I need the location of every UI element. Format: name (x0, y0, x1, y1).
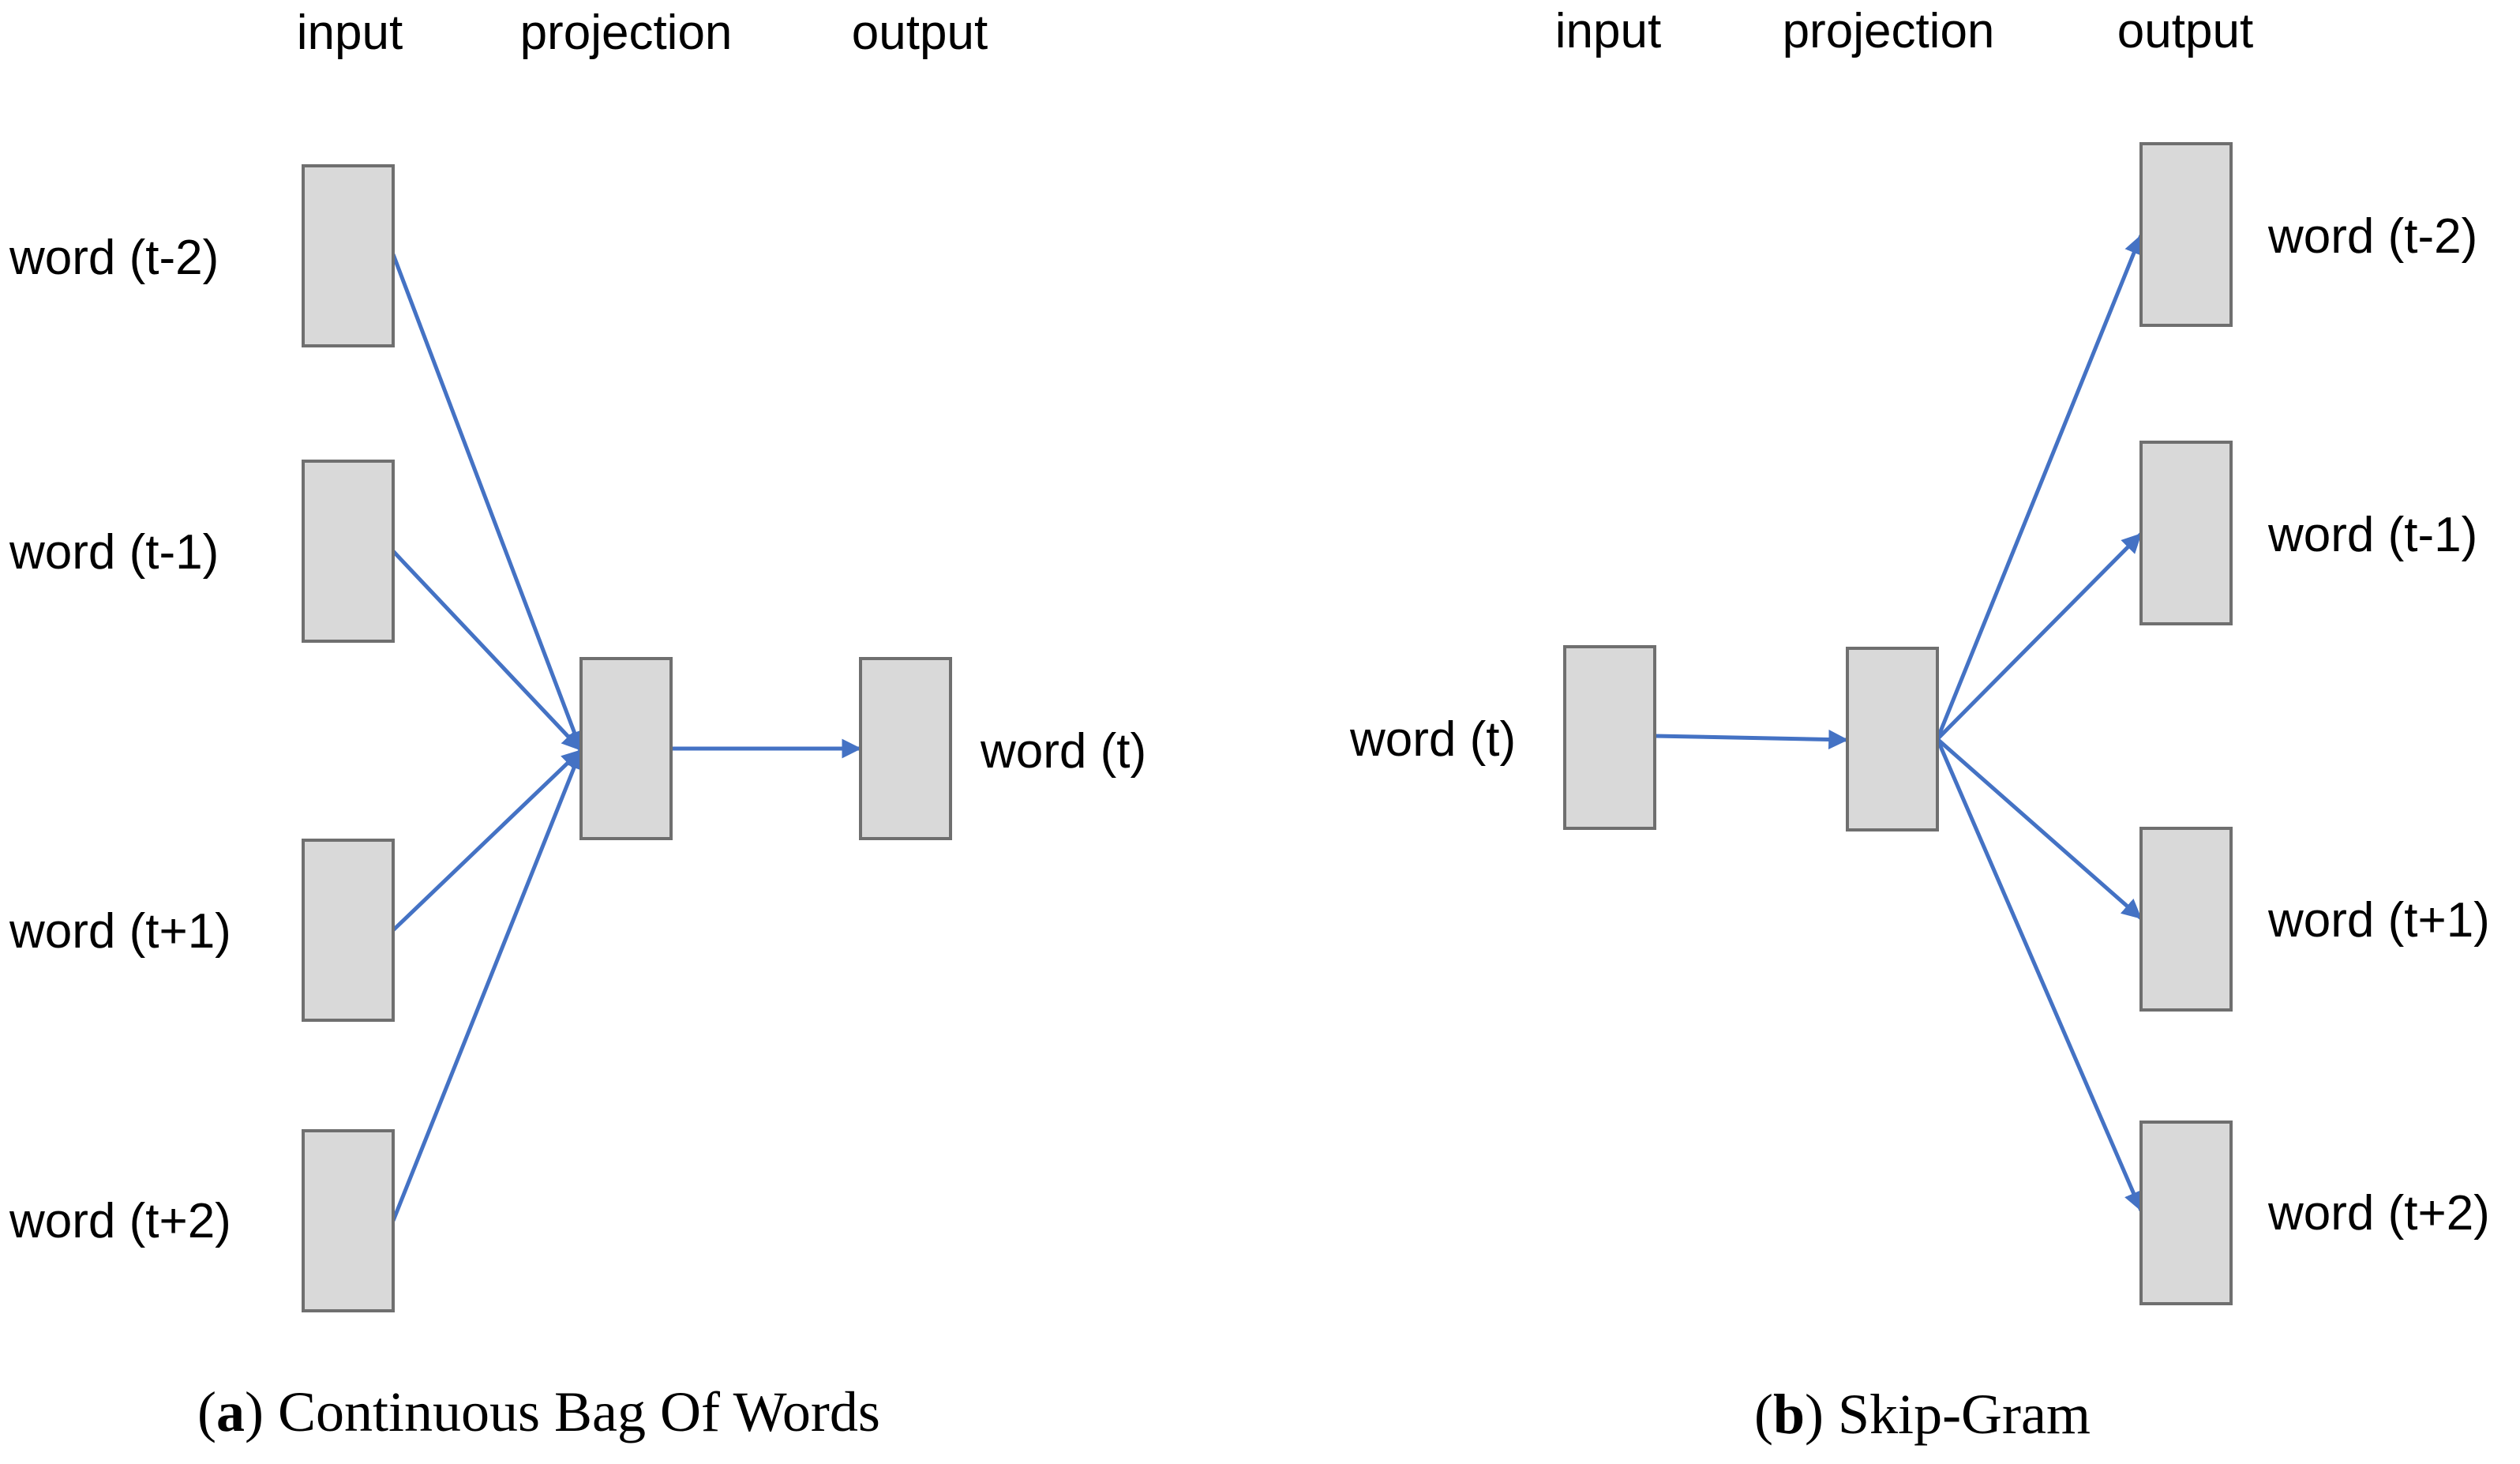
skipgram-edge-t+2 (1935, 738, 2143, 1212)
cbow-input-label-t+2: word (t+2) (9, 1194, 231, 1248)
cbow-input-label-t-2: word (t-2) (9, 231, 219, 285)
cbow-input-label-t+1: word (t+1) (9, 904, 231, 959)
skipgram-output-box-t-1 (2139, 441, 2233, 625)
skipgram-edge-input-projection (1654, 730, 1849, 750)
cbow-input-box-t+1 (302, 839, 395, 1022)
cbow-input-box-t+2 (302, 1129, 395, 1312)
skipgram-edge-t-2 (1935, 234, 2143, 740)
skipgram-input-label: word (t) (1349, 712, 1516, 767)
skipgram-output-box-t+1 (2139, 827, 2233, 1012)
skipgram-projection-box (1846, 647, 1939, 831)
cbow-caption: (a) Continuous Bag Of Words (197, 1380, 880, 1443)
skipgram-caption-text: Skip-Gram (1838, 1383, 2091, 1446)
cbow-caption-letter: a (216, 1380, 245, 1443)
skipgram-caption-letter: b (1773, 1383, 1805, 1446)
cbow-output-label: word (t) (980, 724, 1146, 779)
cbow-header-output: output (852, 6, 988, 60)
cbow-output-box (859, 657, 952, 840)
skipgram-output-label-t+1: word (t+1) (2267, 893, 2490, 948)
skipgram-header-projection: projection (1783, 4, 1995, 58)
skipgram-output-box-t+2 (2139, 1121, 2233, 1305)
cbow-panel: input projection output word (t-2) word … (9, 6, 1146, 1443)
skipgram-output-label-t-1: word (t-1) (2267, 508, 2477, 562)
skipgram-input-box (1563, 645, 1656, 830)
cbow-caption-text: Continuous Bag Of Words (278, 1380, 880, 1443)
skipgram-header-output: output (2117, 4, 2253, 58)
skipgram-edge-t-1 (1936, 532, 2143, 741)
cbow-header-input: input (297, 6, 403, 60)
cbow-projection-box (579, 657, 673, 840)
cbow-input-label-t-1: word (t-1) (9, 525, 219, 580)
cbow-edge-t-1 (392, 550, 583, 752)
skipgram-output-label-t-2: word (t-2) (2267, 209, 2477, 264)
skipgram-output-label-t+2: word (t+2) (2267, 1186, 2490, 1241)
skipgram-header-input: input (1555, 4, 1661, 58)
cbow-input-box-t-1 (302, 460, 395, 643)
skipgram-output-box-t-2 (2139, 142, 2233, 327)
skipgram-panel: input projection output word (t) word (t… (1349, 4, 2490, 1446)
cbow-header-projection: projection (520, 6, 733, 60)
skipgram-edge-t+1 (1936, 738, 2143, 920)
cbow-edge-t-2 (391, 253, 584, 752)
skipgram-caption: (b) Skip-Gram (1754, 1383, 2091, 1446)
cbow-input-box-t-2 (302, 164, 395, 347)
cbow-edge-t+2 (391, 749, 583, 1222)
cbow-edge-t+1 (392, 749, 583, 932)
